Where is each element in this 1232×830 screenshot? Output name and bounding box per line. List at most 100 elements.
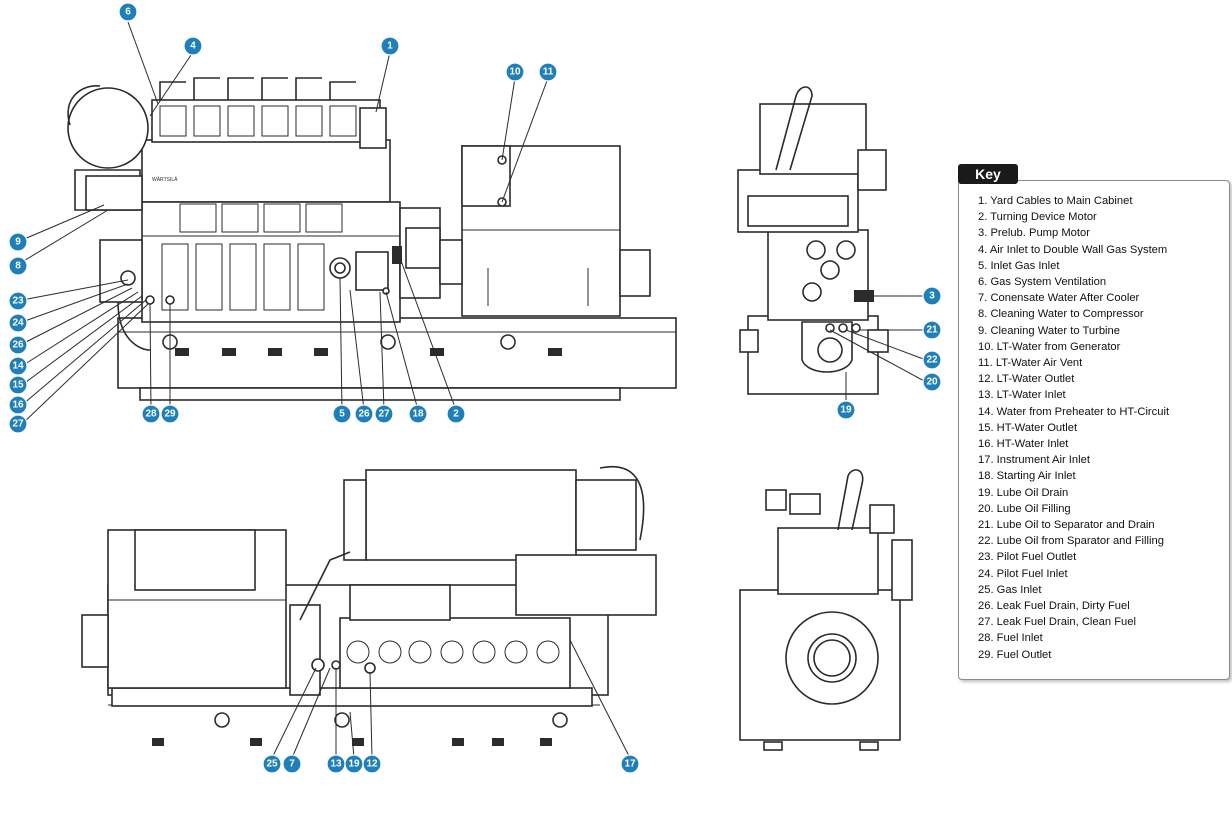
- key-list: 1. Yard Cables to Main Cabinet 2. Turnin…: [978, 193, 1169, 663]
- key-item: 27. Leak Fuel Drain, Clean Fuel: [978, 616, 1136, 629]
- callout-26[interactable]: 26: [8, 335, 28, 355]
- callout-10[interactable]: 10: [505, 62, 525, 82]
- svg-text:11: 11: [543, 67, 554, 78]
- svg-text:20: 20: [926, 377, 938, 388]
- callout-6[interactable]: 6: [118, 2, 138, 22]
- callout-4[interactable]: 4: [183, 36, 203, 56]
- svg-text:28: 28: [145, 409, 157, 420]
- callout-24[interactable]: 24: [8, 313, 28, 333]
- callout-17[interactable]: 17: [620, 754, 640, 774]
- generator-end-view: [739, 469, 913, 751]
- callout-27[interactable]: 27: [8, 414, 28, 434]
- engine-block-bottom: [339, 617, 571, 689]
- key-item: 15. HT-Water Outlet: [978, 421, 1078, 434]
- svg-text:23: 23: [12, 296, 24, 307]
- side-view-bottom: [81, 465, 657, 746]
- engine-badge: WÄRTSILÄ: [152, 176, 178, 183]
- callouts-top-side: 6 4 1 10 11 9 8 23 24 26 14 15 16 27 28 …: [8, 2, 558, 434]
- key-item: 7. Conensate Water After Cooler: [978, 292, 1140, 305]
- base-frame: [117, 317, 677, 389]
- key-item: 8. Cleaning Water to Compressor: [978, 308, 1144, 321]
- key-item: 5. Inlet Gas Inlet: [978, 259, 1060, 272]
- callout-11[interactable]: 11: [538, 62, 558, 82]
- svg-text:6: 6: [125, 7, 131, 18]
- leaders-bottom-side: [271, 639, 631, 759]
- callout-9[interactable]: 9: [8, 232, 28, 252]
- svg-text:14: 14: [12, 361, 24, 372]
- key-title: Key: [958, 164, 1018, 184]
- callout-18[interactable]: 18: [408, 404, 428, 424]
- turbocharger: [67, 87, 149, 169]
- callout-5[interactable]: 5: [332, 404, 352, 424]
- key-item: 28. Fuel Inlet: [978, 632, 1043, 645]
- key-item: 3. Prelub. Pump Motor: [978, 227, 1090, 240]
- svg-text:7: 7: [289, 759, 295, 770]
- svg-text:25: 25: [266, 759, 278, 770]
- leaders-top-side: [21, 21, 549, 425]
- callout-15[interactable]: 15: [8, 375, 28, 395]
- svg-text:1: 1: [387, 41, 393, 52]
- callout-19b[interactable]: 19: [344, 754, 364, 774]
- svg-text:26: 26: [12, 340, 24, 351]
- svg-text:18: 18: [412, 409, 424, 420]
- svg-text:26: 26: [358, 409, 370, 420]
- key-item: 22. Lube Oil from Sparator and Filling: [978, 535, 1164, 548]
- callout-1[interactable]: 1: [380, 36, 400, 56]
- key-item: 16. HT-Water Inlet: [978, 438, 1069, 451]
- svg-text:15: 15: [12, 380, 24, 391]
- callout-26b[interactable]: 26: [354, 404, 374, 424]
- key-item: 6. Gas System Ventilation: [978, 276, 1107, 289]
- callout-21[interactable]: 21: [922, 320, 942, 340]
- callout-25[interactable]: 25: [262, 754, 282, 774]
- svg-text:5: 5: [339, 409, 345, 420]
- callout-12[interactable]: 12: [362, 754, 382, 774]
- callout-14[interactable]: 14: [8, 356, 28, 376]
- callout-7[interactable]: 7: [282, 754, 302, 774]
- key-item: 9. Cleaning Water to Turbine: [978, 324, 1120, 337]
- main-cabinet: [359, 107, 387, 149]
- svg-text:21: 21: [926, 325, 938, 336]
- callout-2[interactable]: 2: [446, 404, 466, 424]
- callout-29[interactable]: 29: [160, 404, 180, 424]
- callouts-front-end: 3 21 22 20 19: [836, 286, 942, 420]
- svg-text:29: 29: [164, 409, 176, 420]
- key-item: 1. Yard Cables to Main Cabinet: [978, 195, 1133, 207]
- callout-13[interactable]: 13: [326, 754, 346, 774]
- side-view-top: WÄRTSILÄ: [67, 77, 677, 401]
- svg-text:10: 10: [509, 67, 521, 78]
- svg-text:12: 12: [366, 759, 378, 770]
- key-item: 14. Water from Preheater to HT-Circuit: [978, 405, 1170, 418]
- callout-22[interactable]: 22: [922, 350, 942, 370]
- callout-8[interactable]: 8: [8, 256, 28, 276]
- key-item: 23. Pilot Fuel Outlet: [978, 551, 1077, 564]
- svg-text:22: 22: [926, 355, 938, 366]
- callout-20[interactable]: 20: [922, 372, 942, 392]
- callouts-bottom-side: 25 7 13 19 12 17: [262, 754, 640, 774]
- engine-block: [141, 139, 391, 203]
- key-item: 13. LT-Water Inlet: [978, 389, 1066, 402]
- svg-text:2: 2: [453, 409, 459, 420]
- svg-text:16: 16: [12, 400, 24, 411]
- svg-text:27: 27: [378, 409, 390, 420]
- key-item: 24. Pilot Fuel Inlet: [978, 567, 1068, 580]
- key-item: 18. Starting Air Inlet: [978, 470, 1076, 483]
- key-item: 21. Lube Oil to Separator and Drain: [978, 519, 1155, 532]
- svg-text:27: 27: [12, 419, 24, 430]
- key-item: 25. Gas Inlet: [978, 583, 1042, 596]
- svg-text:13: 13: [330, 759, 342, 770]
- front-end-view: [737, 86, 889, 395]
- svg-text:8: 8: [15, 261, 21, 272]
- key-item: 4. Air Inlet to Double Wall Gas System: [978, 243, 1168, 256]
- callout-19[interactable]: 19: [836, 400, 856, 420]
- svg-text:24: 24: [12, 318, 24, 329]
- callout-16[interactable]: 16: [8, 395, 28, 415]
- callout-3[interactable]: 3: [922, 286, 942, 306]
- callout-28[interactable]: 28: [141, 404, 161, 424]
- callout-23[interactable]: 23: [8, 291, 28, 311]
- key-item: 20. Lube Oil Filling: [978, 502, 1071, 515]
- svg-text:3: 3: [929, 291, 935, 302]
- svg-text:19: 19: [840, 405, 852, 416]
- callout-27b[interactable]: 27: [374, 404, 394, 424]
- svg-text:9: 9: [15, 237, 21, 248]
